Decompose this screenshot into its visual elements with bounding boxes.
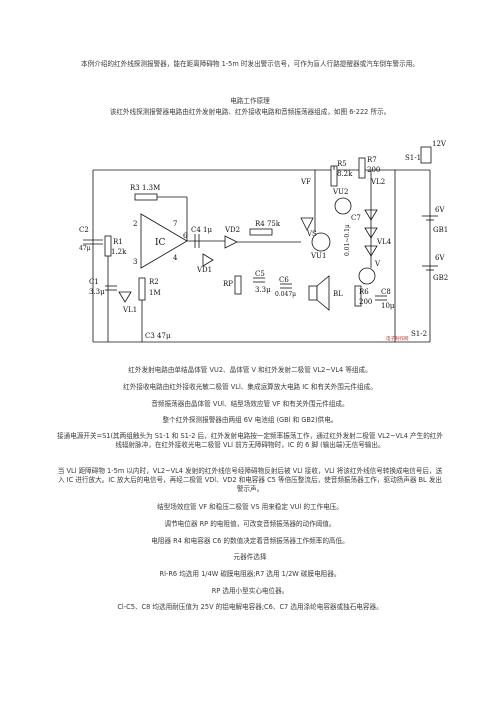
label-r5: R5	[337, 160, 347, 168]
label-pin4: 4	[173, 254, 178, 262]
line-3: 音频振荡器由晶体管 VUl、结型场效应管 VF 和有关外围元件组成。	[151, 400, 349, 408]
label-r6-value: 200	[359, 298, 372, 306]
label-s1-2: S1-2	[411, 330, 427, 338]
label-vl4: VL4	[376, 238, 392, 246]
line-2: 红外接收电路由红外接收光敏二极管 VLl、集成运算放大电路 IC 和有关外围元件…	[123, 383, 377, 391]
label-gb1: GB1	[433, 226, 448, 234]
circuit-diagram: R3 1.3M C2 47μ R1 1.2k C1 3.3μ R2 1M VL1…	[79, 140, 448, 343]
label-c7-value: 0.01~0.1μ	[344, 224, 351, 256]
principle-paragraph: 该红外线探测报警器电路由红外发射电路、红外接收电路和音频振荡器组成，如图 6-2…	[109, 108, 391, 116]
label-vf: VF	[300, 178, 311, 186]
label-r1: R1	[113, 238, 123, 246]
label-rp: RP	[223, 280, 233, 288]
label-c6: C6	[279, 276, 289, 284]
line-6: 调节电位器 RP 的电阻值，可改变音频振荡器的动作阈值。	[164, 520, 336, 528]
label-c2-value: 47μ	[79, 245, 91, 252]
intro-paragraph: 本例介绍的红外线探测报警器，能在距离障碍物 1-5m 时发出警示信号，可作为盲人…	[81, 60, 419, 68]
label-pin6: 6	[183, 232, 188, 240]
label-r1-value: 1.2k	[111, 248, 127, 256]
label-c7: C7	[351, 214, 361, 222]
label-bl: BL	[333, 290, 343, 298]
label-r7: R7	[367, 156, 377, 164]
label-r4: R4 75k	[255, 220, 281, 228]
label-gb2-voltage: 6V	[435, 254, 445, 262]
label-ic: IC	[155, 238, 166, 248]
label-c2: C2	[79, 226, 89, 234]
label-v: V	[374, 260, 381, 268]
label-r2-value: 1M	[149, 289, 161, 297]
label-vu1: VU1	[310, 252, 326, 260]
label-r2: R2	[149, 278, 159, 286]
label-pin3: 3	[133, 258, 137, 266]
line-7: 电阻器 R4 和电容器 C6 的数值决定着音频振荡器工作频率的高低。	[151, 537, 349, 545]
label-c6-value: 0.047μ	[275, 291, 296, 298]
label-vu2: VU2	[332, 188, 348, 196]
label-r7-value: 200	[367, 166, 380, 174]
label-r5-value: 8.2k	[337, 170, 353, 178]
label-pin7: 7	[173, 220, 177, 228]
heading-principle: 电路工作原理	[230, 97, 270, 105]
label-12v: 12V	[432, 140, 447, 148]
label-s1-1: S1-1	[405, 154, 421, 162]
label-gb2: GB2	[433, 274, 448, 282]
label-vd2: VD2	[224, 226, 240, 234]
line-5: 结型场效应管 VF 和稳压二极管 VS 用来稳定 VUl 的工作电压。	[157, 503, 343, 511]
label-vl2: VL2	[370, 178, 385, 186]
line-1: 红外发射电路由单结晶体管 VU2、晶体管 V 和红外发射二极管 VL2~VL4 …	[128, 366, 372, 374]
label-c4: C4 1μ	[191, 226, 212, 234]
label-vs: VS	[306, 230, 317, 238]
detect-paragraph: 当 VLl 距障碍物 1-5m 以内时，VL2~VL4 发射的红外线信号经障碍物…	[57, 467, 443, 493]
label-c5: C5	[255, 270, 265, 278]
operation-paragraph: 接通电源开关=S1(其两组触头为 S1-1 和 S1-2 后，红外发射电路按一定…	[57, 432, 443, 449]
label-c8-value: 10μ	[381, 302, 395, 310]
label-pin2: 2	[133, 220, 137, 228]
parts-line-1: Rl-R6 均选用 1/4W 碳膜电阻器;R7 选用 1/2W 碳膜电阻器。	[159, 570, 341, 578]
label-r3: R3 1.3M	[130, 184, 160, 192]
label-vl1: VL1	[122, 306, 137, 314]
label-gb1-voltage: 6V	[435, 206, 445, 214]
label-c8: C8	[381, 288, 391, 296]
label-c3: C3 47μ	[145, 332, 171, 340]
label-c1: C1	[89, 278, 99, 286]
line-4: 整个红外探测报警器由两组 6V 电池组 (GBl 和 GB2)供电。	[162, 416, 338, 424]
parts-line-3: Cl-C5、C8 均选用耐压值为 25V 的铝电解电容器;C6、C7 选用涤纶电…	[117, 603, 383, 611]
label-c5-value: 3.3μ	[255, 286, 271, 294]
label-r6: R6	[359, 288, 369, 296]
heading-parts: 元器件选择	[233, 553, 267, 561]
label-c1-value: 3.3μ	[89, 288, 105, 296]
site-logo: 电子制作网	[386, 337, 409, 342]
parts-line-2: RP 选用小型实心电位器。	[211, 587, 289, 595]
label-vd1: VD1	[196, 266, 212, 274]
